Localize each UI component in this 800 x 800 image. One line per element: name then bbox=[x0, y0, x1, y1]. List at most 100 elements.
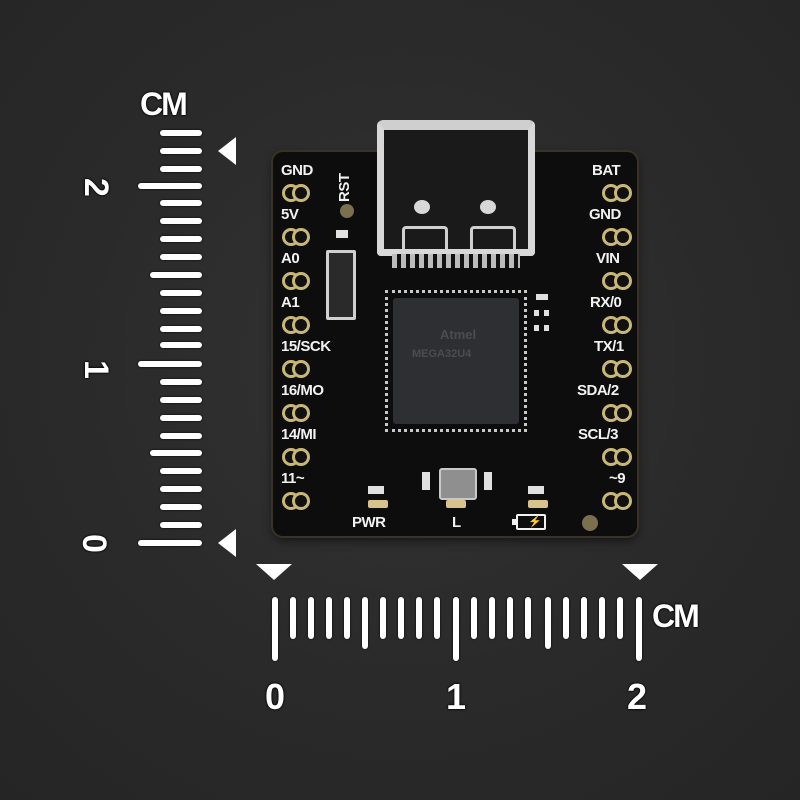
ruler-tick bbox=[160, 166, 202, 172]
ruler-tick bbox=[581, 597, 587, 639]
ruler-tick bbox=[471, 597, 477, 639]
pin-label-a0: A0 bbox=[281, 250, 300, 267]
ruler-tick bbox=[160, 342, 202, 348]
reset-pad[interactable] bbox=[340, 204, 354, 218]
usb-mount-hole bbox=[480, 200, 496, 214]
crystal-oscillator bbox=[439, 468, 477, 500]
ruler-tick bbox=[398, 597, 404, 639]
pin-pad bbox=[292, 404, 310, 422]
ruler-tick bbox=[160, 148, 202, 154]
horizontal-ruler-unit: CM bbox=[652, 598, 700, 634]
pin-pad bbox=[614, 316, 632, 334]
ruler-tick bbox=[160, 522, 202, 528]
ruler-tick-major bbox=[636, 597, 642, 661]
ruler-tick bbox=[434, 597, 440, 639]
pin-label-9: ~9 bbox=[609, 470, 626, 487]
pin-label-tx1: TX/1 bbox=[594, 338, 624, 355]
ruler-tick bbox=[563, 597, 569, 639]
ruler-tick bbox=[160, 254, 202, 260]
ruler-tick-major bbox=[272, 597, 278, 661]
ruler-tick bbox=[308, 597, 314, 639]
horizontal-ruler-label-0: 0 bbox=[265, 676, 286, 717]
ruler-tick-half bbox=[362, 597, 368, 649]
pin-pad bbox=[614, 448, 632, 466]
pin-label-15-sck: 15/SCK bbox=[281, 338, 331, 355]
ruler-tick bbox=[160, 130, 202, 136]
usb-mount-hole bbox=[414, 200, 430, 214]
power-led bbox=[368, 500, 388, 508]
pin-pad bbox=[614, 492, 632, 510]
pin-label-rx0: RX/0 bbox=[590, 294, 622, 311]
horizontal-ruler-label-2: 2 bbox=[627, 676, 648, 717]
ruler-tick bbox=[525, 597, 531, 639]
user-led bbox=[446, 500, 466, 508]
ruler-tick bbox=[160, 236, 202, 242]
ruler-tick bbox=[160, 290, 202, 296]
ruler-tick bbox=[160, 468, 202, 474]
chip-pins bbox=[385, 290, 527, 432]
smd-component bbox=[534, 310, 539, 316]
pin-pad bbox=[614, 272, 632, 290]
ruler-tick bbox=[160, 415, 202, 421]
smd-component bbox=[534, 325, 539, 331]
pin-pad bbox=[292, 316, 310, 334]
ruler-tick bbox=[599, 597, 605, 639]
ruler-tick bbox=[344, 597, 350, 639]
smd-component bbox=[336, 230, 348, 238]
mounting-hole bbox=[582, 515, 598, 531]
pin-pad bbox=[614, 360, 632, 378]
pin-pad bbox=[614, 228, 632, 246]
ruler-tick bbox=[160, 218, 202, 224]
ruler-tick bbox=[160, 433, 202, 439]
pin-label-16-mo: 16/MO bbox=[281, 382, 324, 399]
ruler-tick-half bbox=[150, 450, 202, 456]
pin-label-scl3: SCL/3 bbox=[578, 426, 619, 443]
ruler-tick-major bbox=[138, 361, 202, 367]
charge-led bbox=[528, 500, 548, 508]
ruler-tick-major bbox=[453, 597, 459, 661]
ruler-tick bbox=[160, 504, 202, 510]
ruler-tick bbox=[489, 597, 495, 639]
pin-pad bbox=[292, 184, 310, 202]
ruler-tick bbox=[617, 597, 623, 639]
diode-component bbox=[326, 250, 356, 320]
pin-pad bbox=[292, 492, 310, 510]
chip-brand: Atmel bbox=[440, 327, 477, 342]
pin-label-bat: BAT bbox=[592, 162, 621, 179]
ruler-tick-half bbox=[545, 597, 551, 649]
vertical-ruler-label-0: 0 bbox=[74, 534, 113, 553]
vertical-ruler-unit: CM bbox=[140, 86, 188, 122]
top-marker-arrow-icon bbox=[218, 137, 236, 165]
usb-pins bbox=[392, 254, 520, 268]
ruler-tick bbox=[160, 200, 202, 206]
ruler-tick bbox=[160, 326, 202, 332]
bottom-marker-arrow-icon bbox=[218, 529, 236, 557]
pin-label-5v: 5V bbox=[281, 206, 299, 223]
ruler-tick bbox=[507, 597, 513, 639]
left-marker-arrow-icon bbox=[256, 564, 292, 580]
usb-shell-tab bbox=[470, 226, 516, 249]
smd-component bbox=[544, 310, 549, 316]
ruler-tick bbox=[160, 379, 202, 385]
horizontal-ruler-label-1: 1 bbox=[446, 676, 467, 717]
ruler-tick bbox=[326, 597, 332, 639]
reset-label: RST bbox=[336, 173, 353, 203]
smd-resistor bbox=[368, 486, 384, 494]
vertical-ruler-label-2: 2 bbox=[76, 178, 115, 197]
ruler-tick bbox=[416, 597, 422, 639]
pin-pad bbox=[614, 404, 632, 422]
pin-label-a1: A1 bbox=[281, 294, 300, 311]
ruler-tick bbox=[160, 308, 202, 314]
usb-shell-tab bbox=[402, 226, 448, 249]
chip-model: MEGA32U4 bbox=[412, 348, 472, 360]
right-marker-arrow-icon bbox=[622, 564, 658, 580]
pin-label-gnd-right: GND bbox=[589, 206, 621, 223]
pin-label-gnd-left: GND bbox=[281, 162, 313, 179]
ruler-tick bbox=[160, 486, 202, 492]
l-led-label: L bbox=[452, 514, 461, 531]
pin-pad bbox=[292, 272, 310, 290]
pin-pad bbox=[614, 184, 632, 202]
vertical-ruler-label-1: 1 bbox=[76, 360, 115, 379]
smd-component bbox=[536, 294, 548, 300]
smd-resistor bbox=[528, 486, 544, 494]
